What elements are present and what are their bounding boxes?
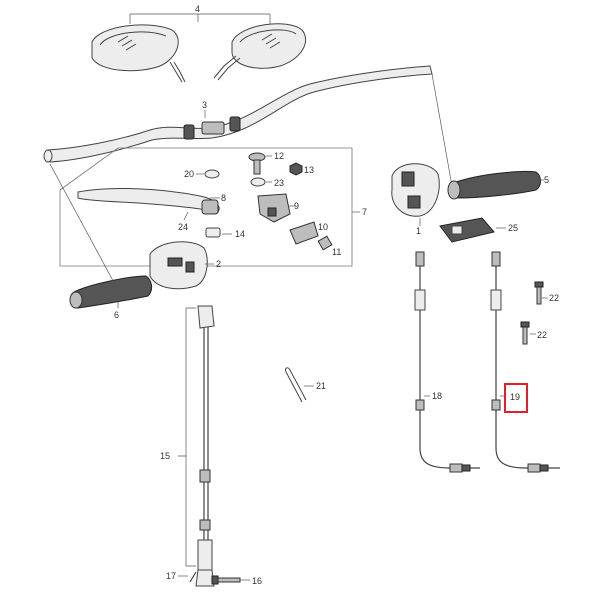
label-part-8: 8 [221, 193, 226, 203]
label-part-12: 12 [274, 151, 284, 161]
label-part-4: 4 [195, 4, 200, 14]
grip-left[interactable] [69, 275, 153, 309]
label-part-22a: 22 [549, 293, 559, 303]
label-part-18: 18 [432, 391, 442, 401]
throttle-cable-19[interactable] [490, 251, 560, 473]
switch-housing-right[interactable] [391, 163, 440, 217]
label-part-20: 20 [184, 169, 194, 179]
bolt-16[interactable] [211, 575, 241, 585]
mirror-left[interactable] [91, 24, 186, 83]
label-part-11: 11 [332, 247, 341, 257]
grip-right[interactable] [447, 171, 541, 200]
label-part-9: 9 [294, 201, 299, 211]
washer-20[interactable] [204, 169, 220, 179]
brake-lever[interactable] [77, 188, 220, 215]
throttle-pulley-25[interactable] [439, 217, 495, 243]
label-part-1: 1 [416, 226, 421, 236]
clip-21[interactable] [285, 367, 307, 403]
highlight-box-19[interactable] [504, 383, 528, 413]
screw-11[interactable] [317, 235, 333, 251]
label-part-17: 17 [166, 571, 176, 581]
label-part-10: 10 [318, 222, 328, 232]
label-part-21: 21 [316, 381, 326, 391]
washer-23[interactable] [250, 177, 266, 187]
label-part-24: 24 [178, 222, 188, 232]
screw-22b[interactable] [520, 321, 530, 345]
label-part-2: 2 [216, 259, 221, 269]
label-part-23: 23 [274, 178, 284, 188]
label-part-14: 14 [235, 229, 245, 239]
nut-13[interactable] [289, 162, 303, 176]
pin-17[interactable] [189, 571, 197, 583]
switch-housing-left[interactable] [149, 241, 208, 290]
label-part-16: 16 [252, 576, 262, 586]
pin-14[interactable] [205, 227, 221, 238]
throttle-cable-18[interactable] [414, 251, 480, 473]
label-part-5: 5 [544, 175, 549, 185]
lever-holder-9[interactable] [257, 193, 291, 223]
label-part-6: 6 [114, 310, 119, 320]
screw-22a[interactable] [534, 281, 544, 305]
label-part-13: 13 [304, 165, 314, 175]
clutch-cable-15[interactable] [195, 305, 215, 587]
clamp-10[interactable] [289, 221, 319, 245]
label-part-25: 25 [508, 223, 518, 233]
handlebar[interactable] [43, 65, 433, 163]
label-part-3: 3 [202, 100, 207, 110]
label-part-7: 7 [362, 207, 367, 217]
label-part-15: 15 [160, 451, 170, 461]
label-part-22b: 22 [537, 330, 547, 340]
label-part-19: 19 [510, 392, 520, 402]
mirror-right[interactable] [213, 23, 307, 81]
bolt-12[interactable] [248, 152, 266, 175]
